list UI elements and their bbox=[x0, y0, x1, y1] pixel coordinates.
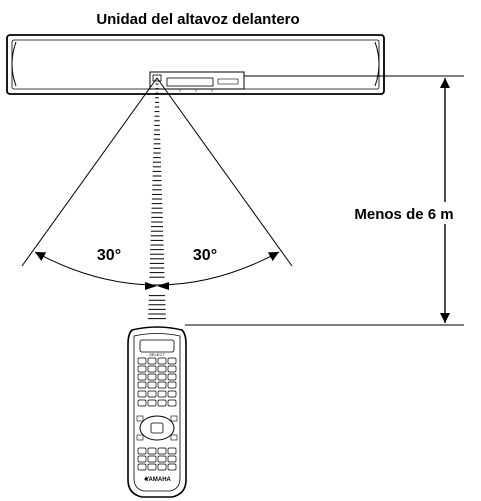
angle-right-label: 30° bbox=[193, 247, 217, 264]
remote-control: SELECT YAMAHA bbox=[127, 326, 187, 498]
remote-button bbox=[147, 381, 157, 389]
remote-button bbox=[157, 390, 167, 398]
remote-button bbox=[137, 399, 147, 407]
center-marker bbox=[145, 282, 169, 290]
remote-dpad bbox=[136, 415, 178, 441]
remote-button bbox=[147, 455, 157, 463]
distance-label: Menos de 6 m bbox=[354, 206, 453, 223]
speaker-display-panel bbox=[149, 71, 245, 92]
speaker-unit-title: Unidad del altavoz delantero bbox=[96, 11, 299, 28]
remote-button bbox=[167, 463, 177, 471]
remote-button bbox=[137, 455, 147, 463]
remote-button bbox=[137, 463, 147, 471]
remote-button bbox=[147, 365, 157, 373]
remote-button bbox=[147, 447, 157, 455]
remote-button bbox=[137, 373, 147, 381]
remote-button bbox=[147, 463, 157, 471]
remote-brand-logo: YAMAHA bbox=[145, 477, 171, 483]
remote-button bbox=[147, 357, 157, 365]
remote-button bbox=[167, 390, 177, 398]
angle-arc bbox=[34, 251, 280, 286]
remote-button bbox=[157, 463, 167, 471]
remote-button bbox=[147, 373, 157, 381]
angle-left-label: 30° bbox=[97, 247, 121, 264]
remote-button bbox=[147, 399, 157, 407]
remote-button bbox=[167, 399, 177, 407]
remote-button bbox=[157, 373, 167, 381]
remote-button-grid bbox=[137, 357, 177, 471]
remote-button bbox=[157, 381, 167, 389]
remote-button bbox=[157, 357, 167, 365]
remote-button bbox=[167, 365, 177, 373]
remote-button bbox=[147, 390, 157, 398]
remote-button bbox=[157, 455, 167, 463]
remote-button bbox=[137, 447, 147, 455]
remote-button bbox=[157, 447, 167, 455]
remote-button bbox=[167, 455, 177, 463]
remote-button bbox=[167, 357, 177, 365]
remote-button bbox=[137, 365, 147, 373]
front-speaker-unit bbox=[6, 34, 385, 95]
cone-right-edge bbox=[156, 77, 293, 267]
remote-button bbox=[137, 357, 147, 365]
remote-button bbox=[167, 373, 177, 381]
remote-button bbox=[137, 390, 147, 398]
infrared-beam bbox=[148, 83, 166, 320]
remote-top-text: SELECT bbox=[149, 352, 165, 357]
remote-button bbox=[167, 447, 177, 455]
remote-button bbox=[137, 381, 147, 389]
remote-button bbox=[167, 381, 177, 389]
remote-button bbox=[157, 399, 167, 407]
cone-left-edge bbox=[21, 77, 158, 267]
remote-button bbox=[157, 365, 167, 373]
